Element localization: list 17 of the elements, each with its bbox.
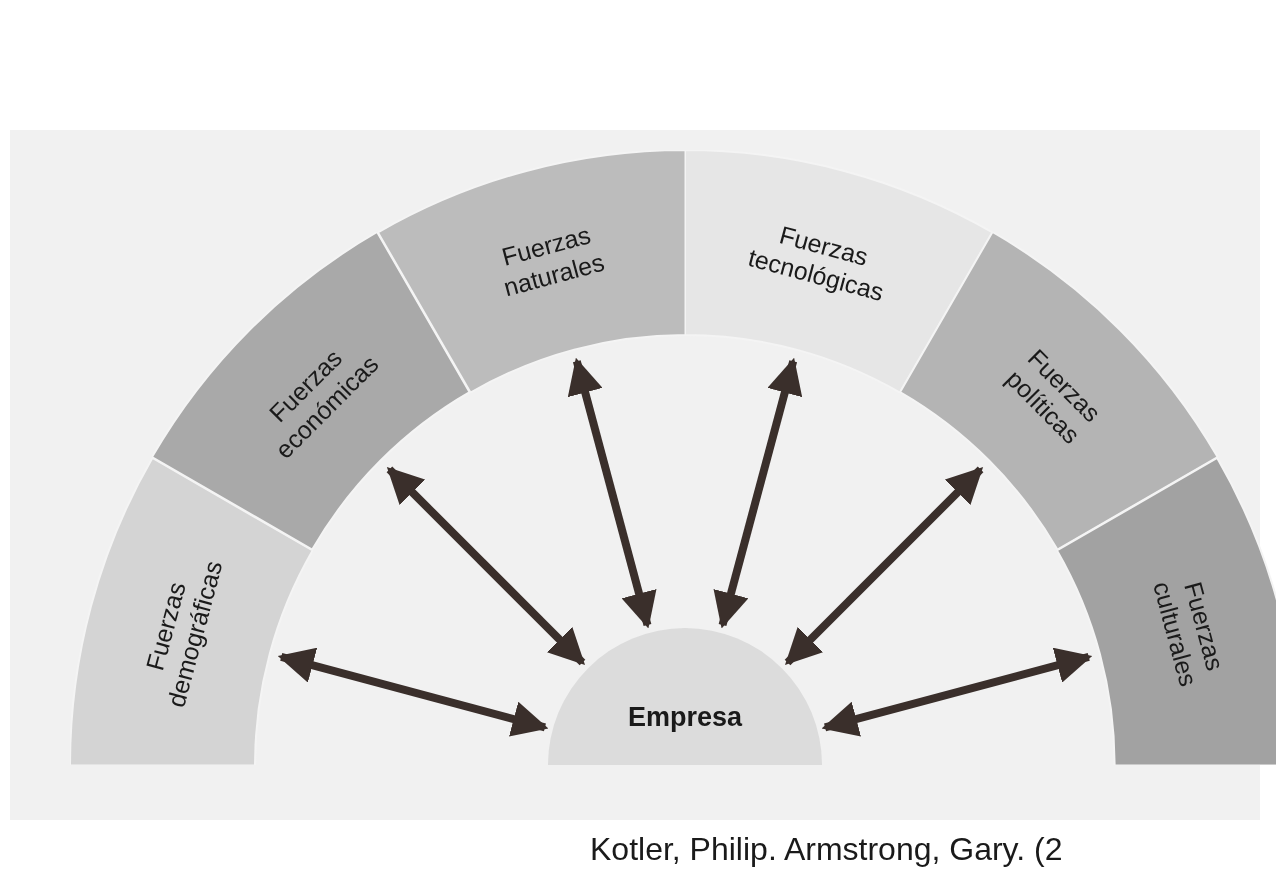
force-segment [377, 150, 685, 393]
double-arrow [386, 466, 586, 666]
segment-label: Fuerzas culturales [1146, 577, 1231, 691]
double-arrow [821, 647, 1093, 737]
double-arrow [567, 357, 657, 629]
company-semicircle [548, 628, 822, 765]
double-arrow [784, 466, 984, 666]
force-segment [900, 232, 1218, 550]
force-segment [1057, 457, 1276, 765]
company-label: Empresa [626, 700, 744, 734]
force-segment [685, 150, 993, 393]
force-segment [70, 457, 313, 765]
segment-label: Fuerzas naturales [497, 219, 608, 304]
double-arrow [277, 647, 549, 737]
source-citation: Kotler, Philip. Armstrong, Gary. (2 [590, 830, 1063, 868]
double-arrow [713, 357, 803, 629]
force-segment [152, 232, 470, 550]
